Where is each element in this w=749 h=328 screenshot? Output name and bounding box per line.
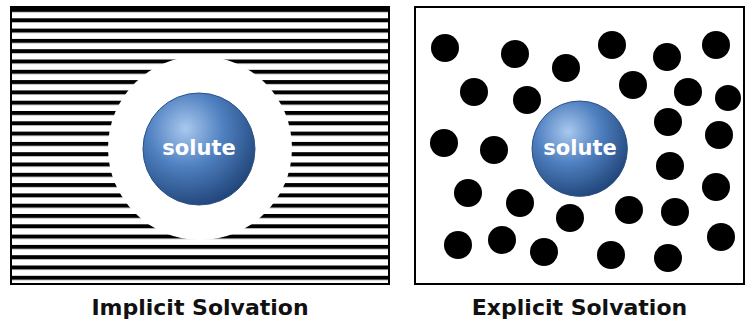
solvent-molecule [480,136,508,164]
solvent-molecule [430,129,458,157]
solvent-molecule [513,86,541,114]
solvent-molecule [444,231,472,259]
continuum-stripes [12,8,388,283]
solvent-molecule [530,238,558,266]
solvent-molecule [597,241,625,269]
panel-caption: Explicit Solvation [472,295,687,321]
solvent-molecule [488,226,516,254]
solvent-molecule [598,31,626,59]
solvent-molecule [707,223,735,251]
solvent-molecule [654,108,682,136]
sphere-outline [143,93,255,205]
solvent-molecule [661,198,689,226]
solvent-molecule [674,78,702,106]
solute-cavity [108,56,292,240]
solute-label: solute [543,137,616,160]
solvent-molecule [615,196,643,224]
solvent-molecule [702,31,730,59]
solvent-molecule [656,152,684,180]
solute-label: solute [162,137,235,160]
solvent-molecule [619,71,647,99]
solvent-molecule [705,121,733,149]
panel-caption: Implicit Solvation [91,295,308,321]
solvent-molecule [653,43,681,71]
solvent-molecule [552,54,580,82]
sphere-outline [532,101,627,196]
solvent-molecule [702,173,730,201]
solvent-molecule [460,78,488,106]
solvent-molecule [506,189,534,217]
solvation-panel: Explicit Solvationsolute [414,6,745,285]
solvent-molecule [431,34,459,62]
solvent-molecule [454,179,482,207]
solvent-molecule [501,40,529,68]
solvation-panel: Implicit Solvationsolute [10,6,390,285]
solute-sphere: solute [531,100,628,197]
solute-sphere: solute [142,92,256,206]
solvent-molecule [556,204,584,232]
solvent-molecules [430,31,741,272]
solvent-molecule [715,85,741,111]
solvent-molecule [654,244,682,272]
